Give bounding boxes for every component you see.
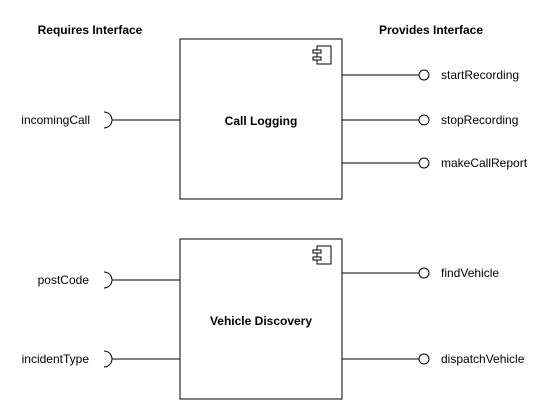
interface-label: startRecording: [441, 68, 519, 82]
required-interface-postcode[interactable]: postCode: [38, 271, 180, 289]
provided-interface-findvehicle[interactable]: findVehicle: [342, 266, 499, 280]
lollipop-ball-icon: [418, 114, 430, 126]
component-name: Vehicle Discovery: [210, 314, 312, 328]
required-interface-incomingcall[interactable]: incomingCall: [21, 111, 180, 129]
lollipop-ball-icon: [418, 69, 430, 81]
socket-arc-icon: [103, 350, 113, 368]
component-box[interactable]: [179, 238, 343, 400]
provides-interface-header: Provides Interface: [379, 23, 483, 37]
interface-label: stopRecording: [441, 113, 518, 127]
provided-interface-stoprecording[interactable]: stopRecording: [342, 113, 518, 127]
provided-interface-makecallreport[interactable]: makeCallReport: [342, 156, 528, 170]
provided-interface-dispatchvehicle[interactable]: dispatchVehicle: [342, 352, 525, 366]
uml-component-icon: [312, 245, 332, 265]
interface-label: dispatchVehicle: [441, 352, 525, 366]
requires-interface-header: Requires Interface: [38, 23, 143, 37]
uml-component-icon: [312, 45, 332, 65]
interface-label: postCode: [38, 273, 90, 287]
component-call-logging[interactable]: Call Logging: [179, 38, 343, 200]
lollipop-ball-icon: [418, 267, 430, 279]
interface-label: findVehicle: [441, 266, 499, 280]
socket-arc-icon: [103, 271, 113, 289]
component-vehicle-discovery[interactable]: Vehicle Discovery: [179, 238, 343, 400]
component-name: Call Logging: [225, 114, 298, 128]
interface-label: makeCallReport: [441, 156, 528, 170]
lollipop-ball-icon: [418, 157, 430, 169]
socket-arc-icon: [103, 111, 113, 129]
component-box[interactable]: [179, 38, 343, 200]
required-interface-incidenttype[interactable]: incidentType: [22, 350, 180, 368]
interface-label: incidentType: [22, 352, 90, 366]
provided-interface-startrecording[interactable]: startRecording: [342, 68, 519, 82]
interface-label: incomingCall: [21, 113, 90, 127]
lollipop-ball-icon: [418, 353, 430, 365]
